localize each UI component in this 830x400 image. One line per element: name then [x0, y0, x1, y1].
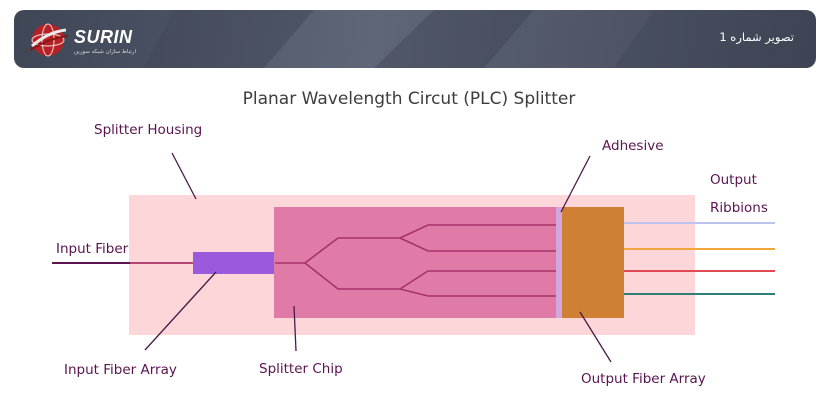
output-fiber-array	[562, 207, 624, 318]
label-splitter-chip: Splitter Chip	[259, 361, 343, 377]
label-output-fiber-array: Output Fiber Array	[581, 371, 706, 387]
label-splitter-housing: Splitter Housing	[94, 122, 202, 138]
waveguide-out-1	[399, 224, 558, 239]
waveguide-out-4	[399, 288, 558, 297]
diagram-title: Planar Wavelength Circut (PLC) Splitter	[243, 89, 576, 109]
leader-splitter-housing	[171, 152, 197, 200]
image-caption: تصویر شماره 1	[719, 30, 794, 44]
leader-lines	[144, 152, 612, 363]
adhesive-layer	[556, 207, 563, 318]
leader-splitter-chip	[293, 305, 297, 352]
input-fiber-array	[193, 252, 275, 274]
waveguide-out-3	[399, 270, 558, 290]
leader-input-fiber-array	[144, 271, 217, 351]
label-input-fiber-array: Input Fiber Array	[64, 362, 177, 378]
splitter-chip	[274, 207, 560, 318]
waveguide-out-2	[399, 237, 558, 252]
brand-tagline: ارتباط سازان شبکه سورین	[74, 49, 136, 55]
label-output-ribbions-line2: Ribbions	[710, 200, 768, 216]
waveguide-branch-lower	[304, 262, 400, 290]
surin-logo: SURIN ارتباط سازان شبکه سورین	[28, 20, 158, 60]
waveguide-branch-upper	[304, 237, 400, 264]
label-output-ribbions-line1: Output	[710, 172, 757, 188]
leader-output-fiber-array	[579, 311, 612, 363]
label-input-fiber: Input Fiber	[56, 241, 129, 257]
surin-logo-icon	[29, 23, 69, 57]
label-adhesive: Adhesive	[602, 138, 664, 154]
waveguides	[275, 224, 558, 297]
banner-facets	[144, 10, 654, 68]
header-banner: SURIN ارتباط سازان شبکه سورین تصویر شمار…	[14, 10, 816, 68]
brand-name: SURIN	[74, 27, 133, 47]
leader-adhesive	[560, 155, 591, 213]
